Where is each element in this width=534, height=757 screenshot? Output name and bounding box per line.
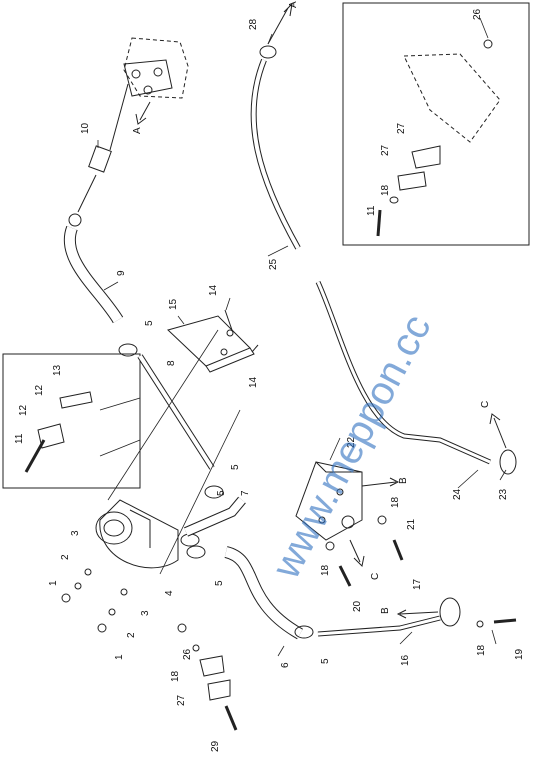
hose-7 xyxy=(184,497,246,536)
part-label-23: 23 xyxy=(498,488,509,500)
part-label-3b: 3 xyxy=(140,610,151,616)
part-label-3a: 3 xyxy=(70,530,81,536)
part-label-26a: 26 xyxy=(472,8,483,20)
part-label-15: 15 xyxy=(168,298,179,310)
part-label-5e: 5 xyxy=(216,490,227,496)
part-label-11b: 11 xyxy=(366,205,377,216)
motor-assembly xyxy=(109,37,189,151)
part-label-11a: 11 xyxy=(14,433,25,444)
hose-25 xyxy=(251,59,300,249)
part-label-20: 20 xyxy=(352,600,363,612)
arrow-label-a-motor: A xyxy=(132,127,143,134)
part-label-18c: 18 xyxy=(390,496,401,508)
clamp-5-top xyxy=(118,343,138,357)
part-label-12b: 12 xyxy=(34,384,45,396)
part-label-8: 8 xyxy=(166,360,177,366)
part-label-14b: 14 xyxy=(248,376,259,388)
part-label-7: 7 xyxy=(240,490,251,496)
part-label-18e: 18 xyxy=(170,670,181,682)
part-label-12a: 12 xyxy=(18,404,29,416)
part-label-27b: 27 xyxy=(380,144,391,156)
part-label-27c: 27 xyxy=(176,694,187,706)
reservoir-4 xyxy=(95,329,241,575)
part-label-5c: 5 xyxy=(214,580,225,586)
arrow-label-b-left: B xyxy=(380,607,391,614)
part-label-2a: 2 xyxy=(60,554,71,560)
part-label-6: 6 xyxy=(280,662,291,668)
part-label-24: 24 xyxy=(452,488,463,500)
part-label-2b: 2 xyxy=(126,632,137,638)
part-label-4: 4 xyxy=(164,590,175,596)
part-label-26b: 26 xyxy=(182,648,193,660)
flow-arrow-labels: A A B B C C xyxy=(132,1,491,614)
part-label-19: 19 xyxy=(514,648,525,660)
part-label-10: 10 xyxy=(80,122,91,134)
part-label-28: 28 xyxy=(248,18,259,30)
tube-16 xyxy=(317,616,441,636)
hose-9 xyxy=(64,226,123,323)
part-label-21: 21 xyxy=(406,518,417,530)
tube-24 xyxy=(316,281,491,464)
clip-27-bottom xyxy=(199,655,225,677)
part-labels: 1 1 2 2 3 3 4 5 5 5 5 5 6 7 8 9 10 11 11… xyxy=(14,8,525,752)
bracket-15 xyxy=(167,315,251,367)
part-label-13: 13 xyxy=(52,364,63,376)
arrow-label-b-side: B xyxy=(398,477,409,484)
banjo-fitting xyxy=(439,597,461,627)
arrow-label-c-block: C xyxy=(370,573,381,580)
clip-27-inset xyxy=(411,145,441,169)
part-label-9: 9 xyxy=(116,270,127,276)
arrow-label-a-top: A xyxy=(288,1,299,8)
part-label-5d: 5 xyxy=(320,658,331,664)
part-label-18a: 18 xyxy=(380,184,391,196)
part-label-16: 16 xyxy=(400,654,411,666)
tube-8 xyxy=(138,354,214,470)
inset-housing xyxy=(403,53,501,143)
fitting-10 xyxy=(88,145,112,173)
part-label-27a: 27 xyxy=(396,122,407,134)
hose-6 xyxy=(224,547,303,639)
part-label-29: 29 xyxy=(210,740,221,752)
valve-block-22 xyxy=(295,461,363,541)
part-label-17: 17 xyxy=(412,578,423,590)
part-label-18d: 18 xyxy=(476,644,487,656)
part-label-14a: 14 xyxy=(208,284,219,296)
bracket-13-inset xyxy=(59,391,93,409)
part-label-5a: 5 xyxy=(144,320,155,326)
part-label-22: 22 xyxy=(346,436,357,448)
part-label-1b: 1 xyxy=(114,654,125,660)
part-label-5b: 5 xyxy=(230,464,241,470)
inset-box-top-right xyxy=(342,2,530,246)
arrow-label-c-right: C xyxy=(480,401,491,408)
part-label-25: 25 xyxy=(268,258,279,270)
part-label-1a: 1 xyxy=(48,580,59,586)
inset-box-left xyxy=(2,353,141,489)
part-label-18b: 18 xyxy=(320,564,331,576)
